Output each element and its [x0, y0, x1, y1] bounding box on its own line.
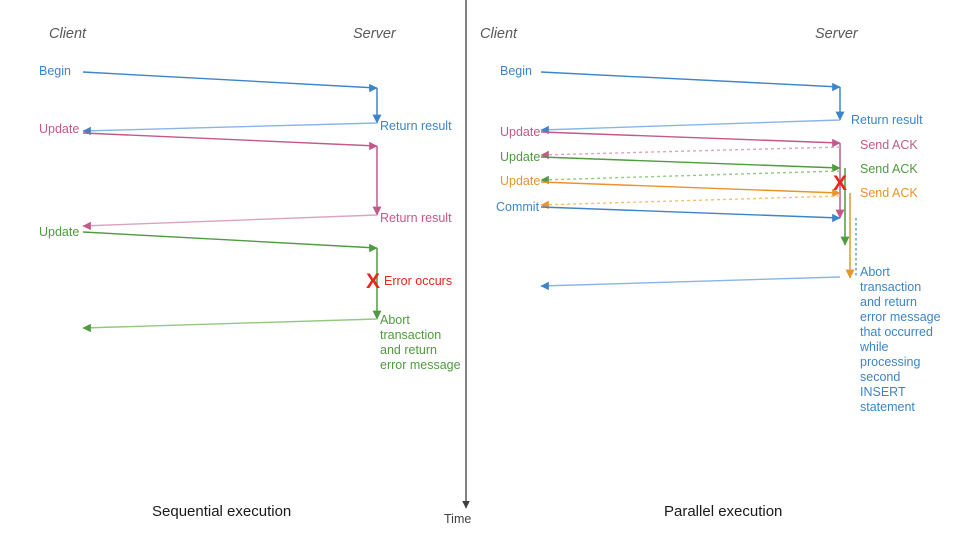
lifeline-header-server: Server: [815, 26, 858, 42]
message-arrow-parallel-commit: [540, 206, 841, 223]
message-label-sequential-return-result-2: Return result: [380, 211, 452, 225]
lifeline-header-server: Server: [353, 26, 396, 42]
message-arrow-parallel-update-2: [540, 156, 841, 173]
label-line: processing: [860, 355, 921, 369]
message-arrow-sequential-update-1: [82, 132, 378, 151]
label-line: transaction: [380, 328, 442, 342]
message-arrow-parallel-update-3: [540, 181, 841, 198]
error-x-marker-sequential: X: [366, 270, 381, 293]
message-label-parallel-update-3: Update: [500, 174, 541, 188]
error-label-sequential: Error occurs: [384, 274, 453, 288]
label-line: and return: [380, 343, 437, 357]
message-label-parallel-update-2: Update: [500, 150, 541, 164]
label-line: Abort: [380, 313, 410, 327]
label-line: while: [860, 340, 889, 354]
message-arrow-parallel-send-ack-3: [540, 195, 841, 210]
lifeline-header-client: Client: [49, 26, 87, 42]
label-line: and return: [860, 295, 917, 309]
message-arrow-sequential-update-2: [82, 231, 378, 253]
time-axis-label: Time: [444, 512, 472, 526]
lifeline-header-client: Client: [480, 26, 518, 42]
message-label-parallel-commit: Commit: [496, 200, 540, 214]
message-label-sequential-begin: Begin: [39, 64, 71, 78]
message-arrow-parallel-send-ack-1: [540, 146, 841, 160]
message-label-parallel-send-ack-1: Send ACK: [860, 138, 918, 152]
label-line: statement: [860, 400, 915, 414]
label-line: second: [860, 370, 901, 384]
message-label-parallel-send-ack-2: Send ACK: [860, 162, 918, 176]
message-label-sequential-update-1: Update: [39, 122, 80, 136]
message-label-parallel-update-1: Update: [500, 125, 541, 139]
label-line: INSERT: [860, 385, 906, 399]
panel-caption-parallel: Parallel execution: [664, 503, 783, 520]
message-arrow-sequential-return-result-1: [82, 122, 378, 136]
label-line: that occurred: [860, 325, 933, 339]
label-line: error message: [380, 358, 461, 372]
message-arrow-sequential-return-result-2: [82, 214, 378, 231]
error-x-marker-parallel: X: [833, 172, 848, 195]
message-label-parallel-begin: Begin: [500, 64, 532, 78]
panel-caption-sequential: Sequential execution: [152, 503, 292, 520]
label-line: transaction: [860, 280, 922, 294]
message-arrow-sequential-begin: [82, 71, 378, 93]
message-arrow-parallel-begin: [540, 71, 841, 92]
message-arrow-sequential-abort-return: [82, 318, 378, 333]
message-arrow-parallel-return-result: [540, 119, 841, 135]
message-arrow-parallel-update-1: [540, 131, 841, 148]
message-label-parallel-send-ack-3: Send ACK: [860, 186, 918, 200]
message-label-sequential-return-result-1: Return result: [380, 119, 452, 133]
message-arrow-parallel-abort-return: [540, 276, 841, 291]
message-label-parallel-return-result: Return result: [851, 113, 923, 127]
message-label-sequential-update-2: Update: [39, 225, 80, 239]
message-arrow-parallel-send-ack-2: [540, 170, 841, 185]
label-line: Abort: [860, 265, 890, 279]
label-line: error message: [860, 310, 941, 324]
